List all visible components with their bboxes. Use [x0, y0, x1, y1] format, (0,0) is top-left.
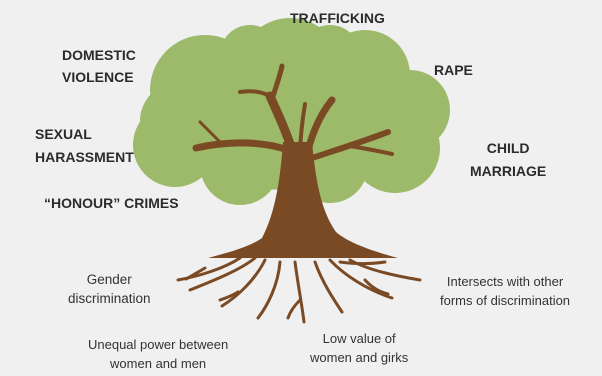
label-intersects-discrimination: Intersects with other forms of discrimin…: [440, 274, 571, 308]
tree-roots: [176, 256, 422, 324]
label-rape: RAPE: [434, 62, 473, 78]
label-trafficking: TRAFFICKING: [290, 10, 385, 26]
label-domestic-violence: DOMESTIC VIOLENCE: [62, 47, 136, 85]
label-honour-crimes: “HONOUR” CRIMES: [44, 195, 179, 211]
label-child-marriage: CHILD MARRIAGE: [470, 140, 547, 179]
label-gender-discrimination: Gender discrimination: [68, 272, 151, 306]
label-low-value: Low value of women and girks: [310, 331, 409, 365]
tree-trunk: [192, 63, 398, 258]
label-unequal-power: Unequal power between women and men: [88, 337, 229, 371]
label-sexual-harassment: SEXUAL HARASSMENT: [35, 126, 134, 165]
